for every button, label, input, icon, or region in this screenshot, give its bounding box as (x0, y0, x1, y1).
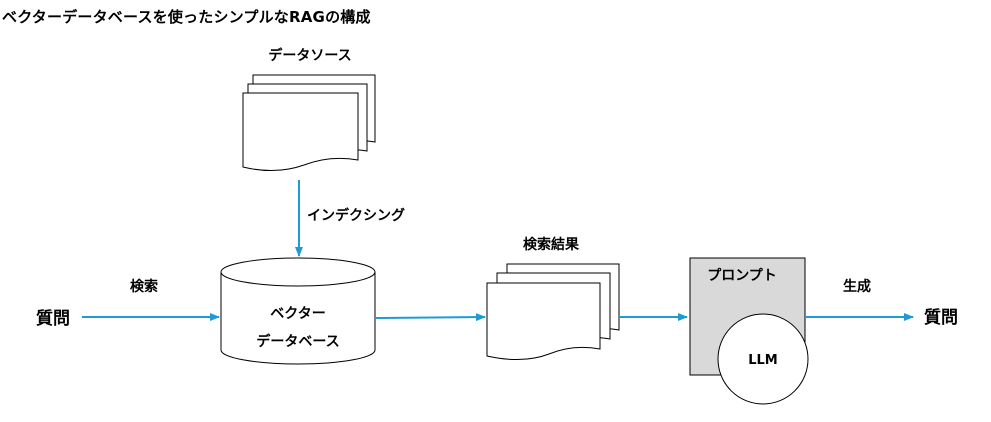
indexing-label: インデクシング (307, 207, 405, 224)
question-output-label: 質問 (924, 307, 958, 328)
generate-label: 生成 (843, 278, 871, 295)
data-source-document-stack (242, 74, 376, 171)
question-input-label: 質問 (36, 308, 70, 329)
llm-label: LLM (748, 353, 778, 368)
data-source-label: データソース (268, 47, 351, 64)
vector-database-cylinder (220, 257, 376, 365)
search-label: 検索 (130, 278, 158, 295)
prompt-label: プロンプト (707, 268, 777, 284)
search-results-document-stack (486, 263, 620, 360)
vector-db-label-line2: データベース (256, 333, 339, 350)
results-arrow (375, 313, 486, 322)
search-results-label: 検索結果 (523, 236, 580, 253)
diagram-title: ベクターデータベースを使ったシンプルなRAGの構成 (2, 8, 371, 26)
llm-circle (717, 313, 809, 405)
vector-db-label-line1: ベクター (270, 306, 325, 322)
